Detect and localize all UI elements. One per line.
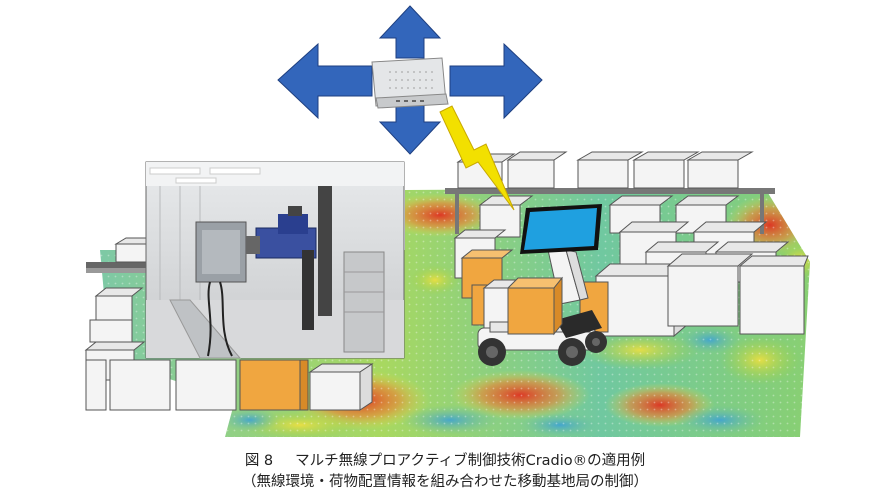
access-point-icon [371, 57, 449, 109]
lightning-bolt-icon [439, 105, 515, 211]
figure-label: 図 8 [244, 453, 274, 469]
box-stacks-right [453, 195, 809, 338]
diagram-scene [84, 5, 810, 437]
figure-caption-subtitle: （無線環境・荷物配置情報を組み合わせた移動基地局の制御） [242, 474, 648, 490]
equipment-photo [145, 161, 405, 359]
mobile-robot-icon [477, 249, 607, 366]
figure-caption-title: 図 8 マルチ無線プロアクティブ制御技術Cradio®の適用例 [0, 451, 890, 471]
front-box-row [85, 359, 374, 411]
back-shelf [445, 151, 775, 234]
monitor-icon [520, 204, 602, 254]
figure-title: マルチ無線プロアクティブ制御技術Cradio®の適用例 [295, 453, 646, 469]
